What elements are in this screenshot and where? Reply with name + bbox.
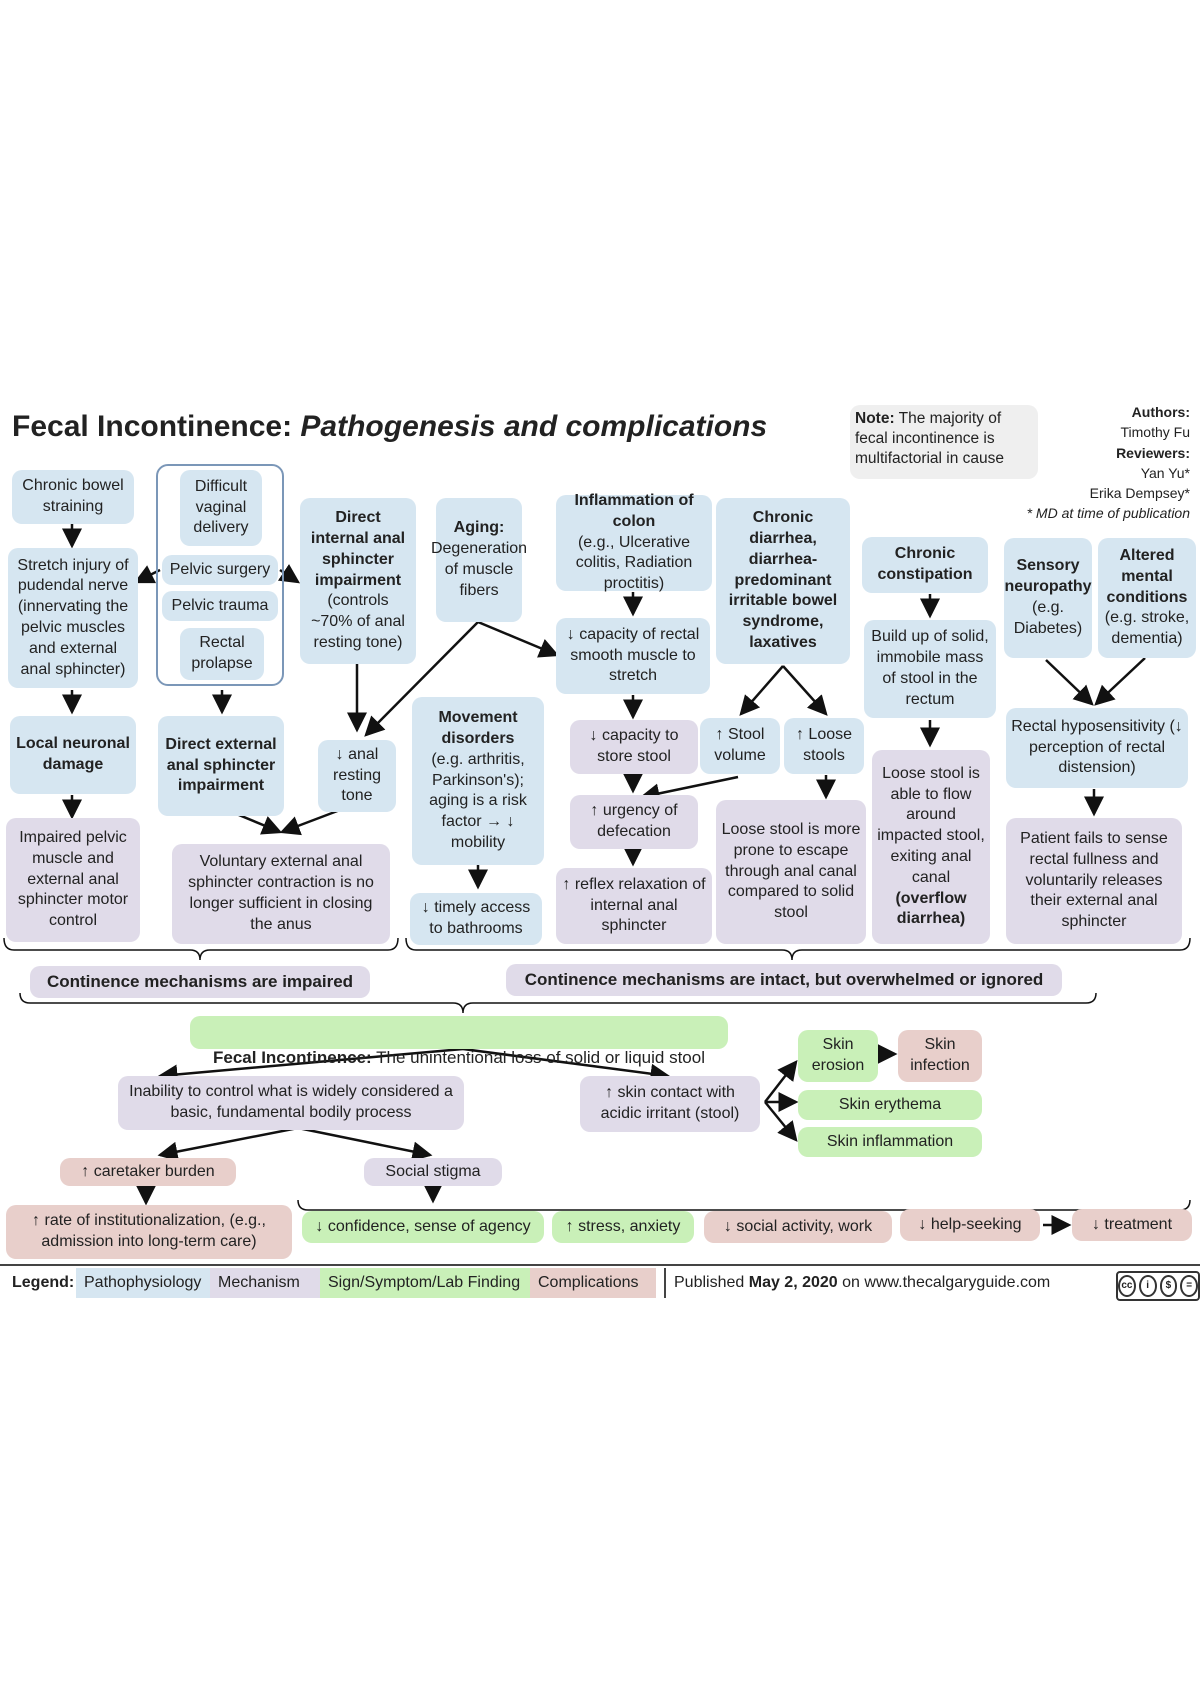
node-caretaker-burden: ↑ caretaker burden — [60, 1158, 236, 1186]
node-direct-external-impairment: Direct external anal sphincter impairmen… — [158, 716, 284, 816]
node-direct-internal-impairment: Direct internal anal sphincter impairmen… — [300, 498, 416, 664]
node-loose-stools: ↑ Loose stools — [784, 718, 864, 774]
node-sensory-neuropathy: Sensory neuropathy(e.g. Diabetes) — [1004, 538, 1092, 658]
node-capacity-store: ↓ capacity to store stool — [570, 720, 698, 774]
node-inability-to-control: Inability to control what is widely cons… — [118, 1076, 464, 1130]
authors-block: Authors: Timothy Fu Reviewers: Yan Yu* E… — [1026, 404, 1190, 522]
node-impaired-pelvic-control: Impaired pelvic muscle and external anal… — [6, 818, 140, 942]
legend-bar — [0, 1264, 1200, 1302]
node-overflow-diarrhea: Loose stool is able to flow around impac… — [872, 750, 990, 944]
node-stress: ↑ stress, anxiety — [552, 1211, 694, 1243]
continence-impaired: Continence mechanisms are impaired — [30, 966, 370, 998]
node-aging: Aging:Degeneration of muscle fibers — [431, 498, 527, 622]
trauma-group — [156, 464, 284, 686]
node-altered-mental: Altered mental conditions(e.g. stroke, d… — [1098, 538, 1196, 658]
node-patient-fails-to-sense: Patient fails to sense rectal fullness a… — [1006, 818, 1182, 944]
node-treatment: ↓ treatment — [1072, 1209, 1192, 1241]
node-stretch-injury: Stretch injury of pudendal nerve (innerv… — [8, 548, 138, 688]
node-social-stigma: Social stigma — [364, 1158, 502, 1186]
node-anal-resting-tone: ↓ anal resting tone — [318, 740, 396, 812]
node-timely-access: ↓ timely access to bathrooms — [410, 893, 542, 945]
legend-complications: Complications — [530, 1268, 656, 1298]
node-chronic-constipation: Chronic constipation — [862, 537, 988, 593]
node-difficult-delivery: Difficult vaginal delivery — [180, 470, 262, 546]
node-stool-volume: ↑ Stool volume — [700, 718, 780, 774]
node-pelvic-trauma: Pelvic trauma — [162, 591, 278, 621]
node-chronic-diarrhea: Chronic diarrhea, diarrhea-predominant i… — [716, 498, 850, 664]
node-chronic-straining: Chronic bowel straining — [12, 470, 134, 524]
published-info: Published May 2, 2020 on www.thecalgaryg… — [664, 1268, 1058, 1298]
node-movement-disorders: Movement disorders(e.g. arthritis, Parki… — [412, 697, 544, 865]
continence-intact: Continence mechanisms are intact, but ov… — [506, 964, 1062, 996]
node-skin-erythema: Skin erythema — [798, 1090, 982, 1120]
legend-pathophysiology: Pathophysiology — [76, 1268, 210, 1298]
node-rectal-hyposensitivity: Rectal hyposensitivity (↓ perception of … — [1006, 708, 1188, 788]
node-institutionalization: ↑ rate of institutionalization, (e.g., a… — [6, 1205, 292, 1259]
legend-mechanism: Mechanism — [210, 1268, 320, 1298]
legend-label: Legend: — [12, 1274, 75, 1291]
node-confidence: ↓ confidence, sense of agency — [302, 1211, 544, 1243]
node-skin-contact: ↑ skin contact with acidic irritant (sto… — [580, 1076, 760, 1132]
node-help-seeking: ↓ help-seeking — [900, 1209, 1040, 1241]
node-pelvic-surgery: Pelvic surgery — [162, 555, 278, 585]
page-title: Fecal Incontinence: Pathogenesis and com… — [12, 410, 768, 443]
node-capacity-stretch: ↓ capacity of rectal smooth muscle to st… — [556, 618, 710, 694]
node-skin-erosion: Skin erosion — [798, 1030, 878, 1082]
node-rectal-prolapse: Rectal prolapse — [180, 628, 264, 680]
node-social-activity: ↓ social activity, work — [704, 1211, 892, 1243]
legend-sign-symptom: Sign/Symptom/Lab Finding — [320, 1268, 530, 1298]
node-inflammation-colon: Inflammation of colon(e.g., Ulcerative c… — [556, 492, 712, 592]
fecal-incontinence-definition: Fecal Incontinence: The unintentional lo… — [190, 1016, 728, 1067]
node-loose-stool-escape: Loose stool is more prone to escape thro… — [716, 800, 866, 944]
node-urgency: ↑ urgency of defecation — [570, 795, 698, 849]
node-skin-infection: Skin infection — [898, 1030, 982, 1082]
node-reflex-relaxation: ↑ reflex relaxation of internal anal sph… — [556, 868, 712, 944]
node-voluntary-contraction: Voluntary external anal sphincter contra… — [172, 844, 390, 944]
node-local-neuronal-damage: Local neuronal damage — [10, 716, 136, 794]
node-build-up: Build up of solid, immobile mass of stoo… — [864, 620, 996, 718]
note-box: Note: The majority of fecal incontinence… — [850, 405, 1038, 479]
node-skin-inflammation: Skin inflammation — [798, 1127, 982, 1157]
